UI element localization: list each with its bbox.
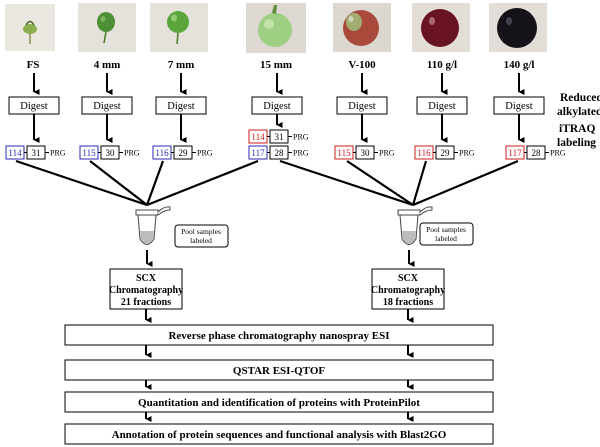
prg-label: PRG [124, 149, 140, 158]
balance-tag: 28 [275, 148, 285, 158]
arrows-to-qstar [145, 345, 414, 358]
digest-label: Digest [505, 101, 532, 112]
digest-box-140gl: Digest [493, 96, 545, 115]
pooling-lines [15, 159, 519, 207]
digest-box-fs: Digest [8, 96, 60, 115]
digest-label: Digest [348, 101, 375, 112]
reporter-tag: 117 [508, 148, 522, 158]
reporter-tag: 114 [251, 132, 265, 142]
itraq-tag-v100-115: 115 30 PRG [334, 145, 395, 160]
scx-title: SCX [398, 273, 419, 284]
prg-label: PRG [293, 149, 309, 158]
pool-label-line2: labeled [190, 236, 212, 245]
balance-tag: 28 [532, 148, 542, 158]
step-blast2go: Annotation of protein sequences and func… [64, 423, 494, 445]
digest-label: Digest [93, 101, 120, 112]
arrows-to-scx [146, 250, 415, 267]
scx-fractions: 21 fractions [121, 297, 171, 308]
itraq-tag-110gl-116: 116 29 PRG [414, 145, 475, 160]
stage-label-15mm: 15 mm [260, 59, 292, 71]
pool-label-line1: Pool samples [426, 225, 466, 234]
tube-icon [397, 206, 433, 245]
reporter-tag: 115 [82, 148, 96, 158]
digest-label: Digest [167, 101, 194, 112]
scx-box-right: SCX Chromatography 18 fractions [371, 268, 445, 310]
pool-label-line2: labeled [435, 234, 457, 243]
itraq-tag-15mm-114: 114 31 PRG [248, 129, 309, 144]
digest-box-15mm: Digest [251, 96, 303, 115]
scx-method: Chromatography [371, 285, 445, 296]
reporter-tag: 115 [337, 148, 351, 158]
fruit-photo-110gl [412, 3, 470, 52]
fruit-photo-15mm [246, 3, 306, 53]
reduced-alkylated-label-1: Reduced/ [560, 92, 600, 104]
fruit-photo-fs [5, 4, 55, 51]
prg-label: PRG [550, 149, 566, 158]
stage-label-110gl: 110 g/l [427, 59, 457, 71]
step-reverse-phase: Reverse phase chromatography nanospray E… [64, 324, 494, 346]
step-proteinpilot: Quantitation and identification of prote… [64, 391, 494, 413]
digest-box-v100: Digest [336, 96, 388, 115]
fruit-photo-4mm [78, 3, 136, 52]
reporter-tag: 114 [8, 148, 22, 158]
pool-samples-note-right: Pool samples labeled [419, 222, 474, 246]
prg-label: PRG [459, 149, 475, 158]
reporter-tag: 117 [251, 148, 265, 158]
step-label: Quantitation and identification of prote… [138, 397, 420, 409]
digest-label: Digest [428, 101, 455, 112]
arrows-to-blast2go [145, 412, 414, 422]
balance-tag: 30 [106, 148, 116, 158]
itraq-tag-4mm-115: 115 30 PRG [79, 145, 140, 160]
step-label: Annotation of protein sequences and func… [112, 429, 447, 441]
fruit-photo-v100 [333, 3, 391, 52]
fruit-photo-7mm [150, 3, 208, 52]
balance-tag: 31 [32, 148, 41, 158]
digest-label: Digest [20, 101, 47, 112]
step-qstar: QSTAR ESI-QTOF [64, 359, 494, 381]
balance-tag: 29 [441, 148, 451, 158]
itraq-tag-140gl-117: 117 28 PRG [505, 145, 566, 160]
stage-label-v100: V-100 [348, 59, 376, 71]
itraq-label-1: iTRAQ [559, 123, 595, 135]
itraq-label-2: labeling [557, 137, 596, 149]
prg-label: PRG [50, 149, 66, 158]
reduced-alkylated-label-2: alkylated [557, 106, 600, 118]
arrows-to-proteinpilot [145, 380, 414, 390]
itraq-tag-fs-114: 114 31 PRG [5, 145, 66, 160]
prg-label: PRG [197, 149, 213, 158]
stage-label-4mm: 4 mm [94, 59, 121, 71]
pool-samples-note-left: Pool samples labeled [174, 224, 229, 248]
arrows-to-reverse-phase [145, 309, 414, 323]
arrows-to-digest [33, 73, 525, 95]
step-label: Reverse phase chromatography nanospray E… [168, 330, 389, 342]
balance-tag: 30 [361, 148, 371, 158]
scx-method: Chromatography [109, 285, 183, 296]
scx-fractions: 18 fractions [383, 297, 433, 308]
pool-label-line1: Pool samples [181, 227, 221, 236]
scx-box-left: SCX Chromatography 21 fractions [109, 268, 183, 310]
stage-label-fs: FS [27, 59, 40, 71]
tube-icon [135, 206, 171, 245]
step-label: QSTAR ESI-QTOF [233, 365, 325, 377]
itraq-tag-15mm-117: 117 28 PRG [248, 145, 309, 160]
itraq-tag-7mm-116: 116 29 PRG [152, 145, 213, 160]
stage-label-7mm: 7 mm [168, 59, 195, 71]
digest-label: Digest [263, 101, 290, 112]
balance-tag: 31 [275, 132, 284, 142]
digest-box-4mm: Digest [81, 96, 133, 115]
stage-label-140gl: 140 g/l [504, 59, 535, 71]
reporter-tag: 116 [155, 148, 169, 158]
prg-label: PRG [293, 133, 309, 142]
scx-title: SCX [136, 273, 157, 284]
arrows-to-itraq [33, 114, 525, 143]
reporter-tag: 116 [417, 148, 431, 158]
balance-tag: 29 [179, 148, 189, 158]
prg-label: PRG [379, 149, 395, 158]
digest-box-7mm: Digest [155, 96, 207, 115]
digest-box-110gl: Digest [416, 96, 468, 115]
fruit-photo-140gl [489, 3, 547, 52]
